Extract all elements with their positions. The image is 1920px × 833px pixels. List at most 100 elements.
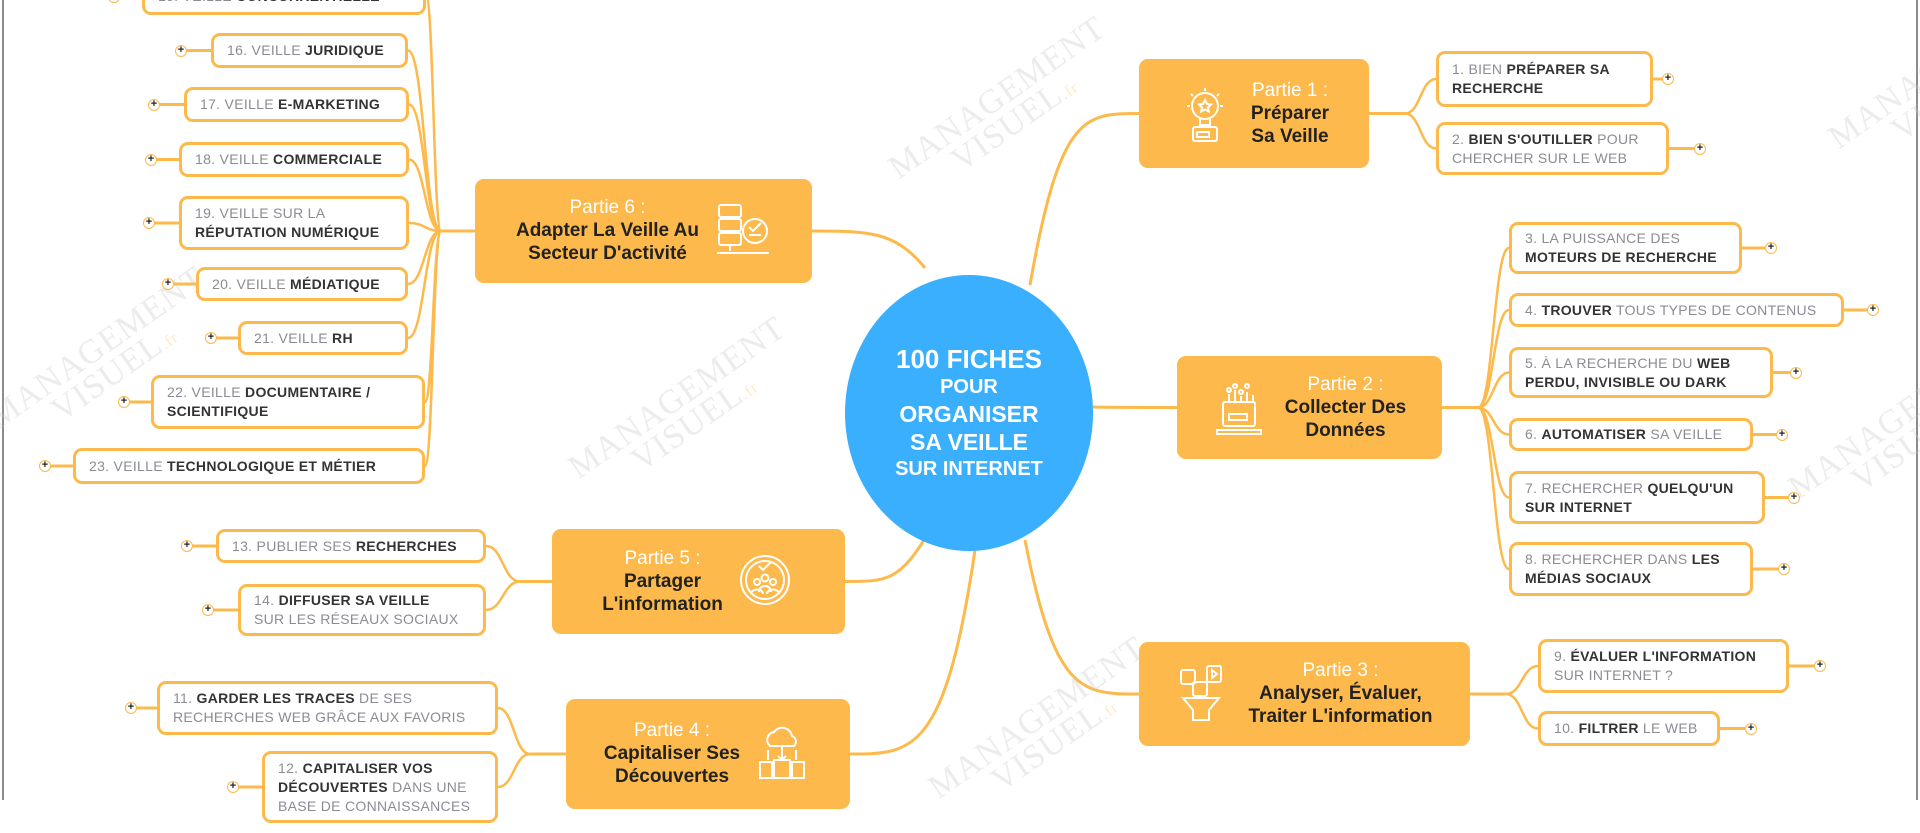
topic-item-17[interactable]: 17. VEILLE E-MARKETING — [184, 87, 409, 122]
expand-plus-icon[interactable]: + — [1788, 491, 1800, 504]
item-line: SUR INTERNET — [1525, 498, 1749, 517]
item-line: BASE DE CONNAISSANCES — [278, 797, 482, 816]
lightbulb-star-icon — [1186, 87, 1223, 142]
item-text: LE WEB — [1638, 720, 1698, 736]
laptop-data-icon — [1215, 382, 1262, 435]
expand-plus-icon[interactable]: + — [1662, 73, 1674, 85]
item-text: 12. — [278, 759, 303, 776]
item-text: 17. VEILLE — [200, 96, 279, 112]
topic-item-15[interactable]: 15. VEILLE CONCURRENTIELLE — [142, 0, 426, 15]
item-text: 11. — [173, 690, 197, 706]
item-text-bold: TECHNOLOGIQUE ET MÉTIER — [167, 457, 377, 474]
item-text: 15. VEILLE — [158, 0, 236, 4]
partie-title: Adapter La Veille Au — [515, 220, 699, 241]
item-line: 23. VEILLE TECHNOLOGIQUE ET MÉTIER — [89, 457, 409, 476]
expand-plus-icon[interactable]: + — [1776, 428, 1788, 441]
expand-plus-icon[interactable]: + — [1867, 304, 1879, 316]
item-line: DÉCOUVERTES DANS UNE — [278, 778, 482, 797]
topic-item-4[interactable]: 4. TROUVER TOUS TYPES DE CONTENUS — [1509, 293, 1844, 327]
item-text: 14. — [254, 592, 279, 608]
expand-plus-icon[interactable]: + — [175, 44, 187, 57]
expand-plus-icon[interactable]: + — [1814, 660, 1826, 672]
partie-title: Découvertes — [614, 766, 730, 787]
item-line: 15. VEILLE CONCURRENTIELLE — [158, 0, 410, 6]
central-topic[interactable]: 100 FICHES POUR ORGANISER SA VEILLE SUR … — [845, 275, 1093, 551]
connector-line — [1028, 112, 1140, 286]
expand-plus-icon[interactable]: + — [143, 217, 155, 229]
topic-item-21[interactable]: 21. VEILLE RH — [238, 321, 408, 355]
item-text-bold: PRÉPARER SA — [1506, 61, 1610, 77]
partie-title: Collecter Des — [1284, 396, 1407, 418]
expand-plus-icon[interactable]: + — [205, 332, 217, 344]
item-text: 23. VEILLE — [89, 457, 168, 474]
topic-item-20[interactable]: 20. VEILLE MÉDIATIQUE — [196, 267, 408, 301]
item-line: 8. RECHERCHER DANS LES — [1525, 550, 1737, 569]
expand-plus-icon[interactable]: + — [145, 153, 157, 166]
expand-plus-icon[interactable]: + — [148, 98, 160, 111]
item-line: 19. VEILLE SUR LA — [195, 204, 393, 223]
item-text-bold: FILTRER — [1578, 720, 1639, 736]
connector-line — [1092, 405, 1178, 409]
expand-plus-icon[interactable]: + — [1778, 563, 1790, 575]
item-text-bold: PERDU, INVISIBLE OU DARK — [1525, 373, 1727, 390]
expand-plus-icon[interactable]: + — [1745, 722, 1757, 735]
topic-item-6[interactable]: 6. AUTOMATISER SA VEILLE — [1509, 418, 1753, 451]
item-line: 21. VEILLE RH — [254, 329, 392, 348]
item-line: SUR INTERNET ? — [1554, 666, 1773, 685]
connector-line — [1505, 664, 1539, 696]
item-line: 14. DIFFUSER SA VEILLE — [254, 591, 470, 610]
item-text-bold: DÉCOUVERTES — [278, 778, 388, 795]
topic-item-18[interactable]: 18. VEILLE COMMERCIALE — [179, 142, 409, 177]
expand-plus-icon[interactable]: + — [1765, 242, 1777, 254]
topic-item-13[interactable]: 13. PUBLIER SES RECHERCHES — [216, 529, 486, 563]
item-line: 3. LA PUISSANCE DES — [1525, 229, 1726, 248]
item-line: 7. RECHERCHER QUELQU'UN — [1525, 479, 1749, 498]
item-line: 16. VEILLE JURIDIQUE — [227, 41, 392, 60]
expand-plus-icon[interactable]: + — [1694, 142, 1706, 155]
topic-item-16[interactable]: 16. VEILLE JURIDIQUE — [211, 33, 408, 68]
expand-plus-icon[interactable]: + — [202, 604, 214, 616]
central-topic-line: ORGANISER — [899, 401, 1039, 427]
expand-plus-icon[interactable]: + — [118, 396, 130, 408]
expand-plus-icon[interactable]: + — [227, 781, 239, 793]
item-text-bold: SUR INTERNET — [1525, 498, 1633, 515]
topic-item-23[interactable]: 23. VEILLE TECHNOLOGIQUE ET MÉTIER — [73, 448, 425, 484]
cloud-media-icon — [759, 726, 806, 779]
topic-item-22[interactable]: 22. VEILLE DOCUMENTAIRE /SCIENTIFIQUE — [151, 375, 425, 429]
item-line: 22. VEILLE DOCUMENTAIRE / — [167, 383, 409, 402]
expand-plus-icon[interactable]: + — [181, 540, 193, 552]
topic-item-10[interactable]: 10. FILTRER LE WEB — [1538, 711, 1720, 746]
item-line: 18. VEILLE COMMERCIALE — [195, 150, 393, 169]
item-text: SUR LES RÉSEAUX SOCIAUX — [254, 611, 459, 627]
item-text-bold: RECHERCHES — [355, 537, 457, 554]
item-text-bold: DOCUMENTAIRE / — [245, 384, 371, 400]
server-check-icon — [717, 204, 769, 254]
partie-3-node[interactable]: Partie 3 :Analyser, Évaluer,Traiter L'in… — [1139, 642, 1470, 746]
expand-plus-icon[interactable]: + — [125, 702, 137, 714]
partie-label: Partie 1 : — [1251, 79, 1329, 101]
expand-plus-icon[interactable]: + — [162, 278, 174, 290]
connector-line — [423, 229, 443, 468]
partie-text: Partie 3 :Analyser, Évaluer,Traiter L'in… — [1249, 660, 1433, 728]
expand-plus-icon[interactable]: + — [39, 460, 51, 472]
central-topic-line: POUR — [940, 376, 998, 398]
item-text: 22. VEILLE — [167, 384, 246, 400]
expand-plus-icon[interactable]: + — [1790, 366, 1802, 379]
